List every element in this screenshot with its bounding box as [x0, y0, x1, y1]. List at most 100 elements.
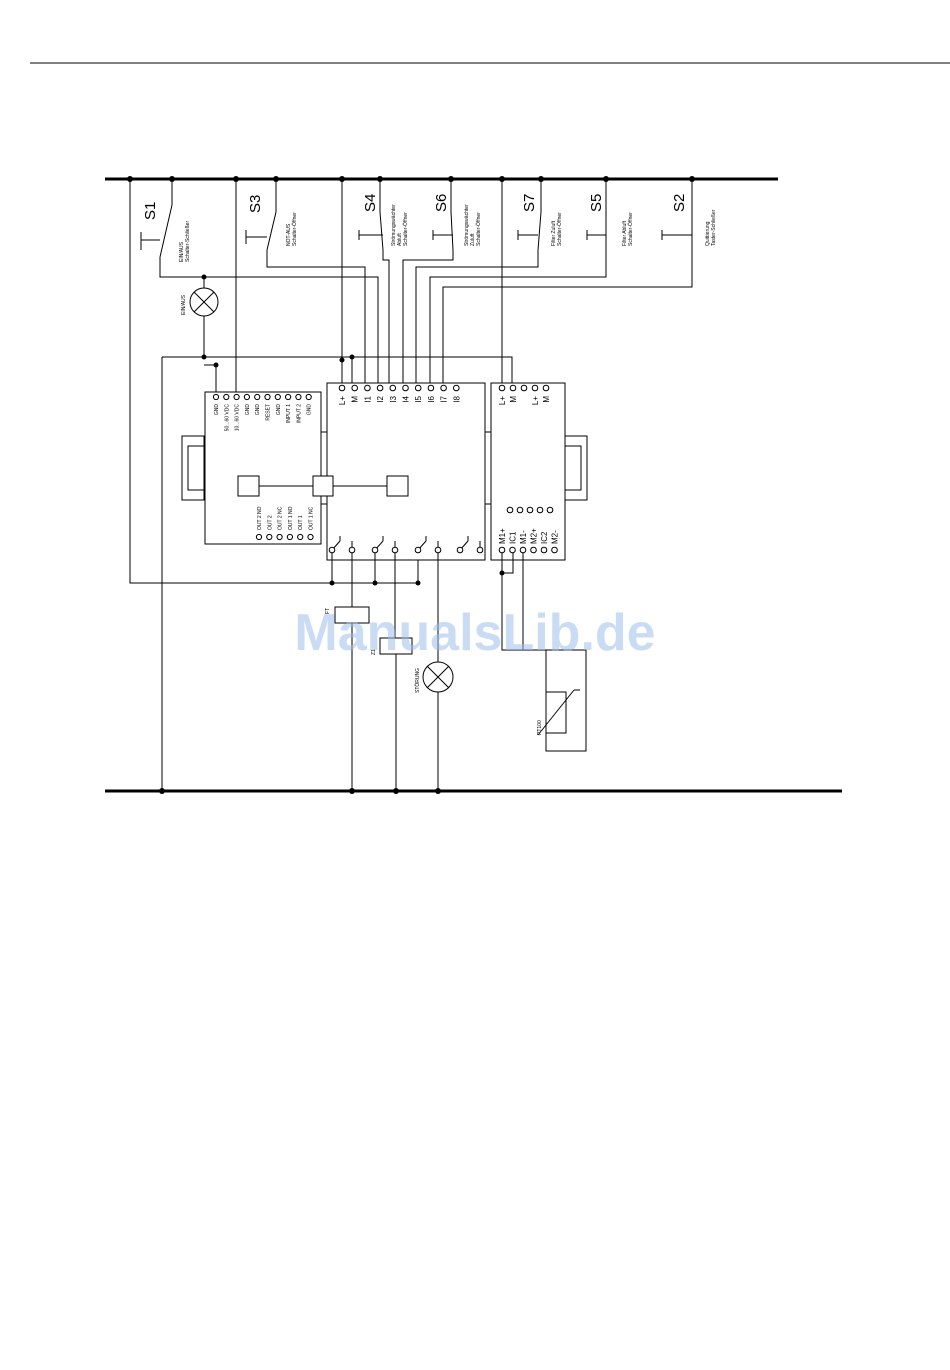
- left-bottom-terminal-2: [276, 533, 283, 541]
- left-bottom-label: OUT 2 NC: [278, 506, 284, 530]
- analog-top-terminal-3: [531, 384, 539, 392]
- relay-z1-label: Z1: [371, 649, 377, 655]
- logo-terminal-5: [402, 384, 409, 392]
- switch-desc-s5: Filter Abluft: [622, 220, 628, 246]
- analog-module: [490, 382, 566, 561]
- logo-terminal-9: [453, 384, 460, 392]
- relay-ft: [334, 606, 370, 624]
- switch-desc-s3: Schalter-Öffner: [291, 212, 298, 246]
- analog-bottom-terminal-5: [551, 546, 558, 554]
- logo-terminal-label: I7: [440, 395, 449, 402]
- switch-desc-s4: Abluft: [397, 233, 403, 246]
- switch-desc-s7: Filter Zuluft: [551, 220, 557, 246]
- switch-id-s7: S7: [521, 194, 538, 212]
- switch-desc-s5: Schalter-Öffner: [627, 212, 634, 246]
- analog-top-terminal-2: [520, 384, 528, 392]
- left-top-terminal-6: [274, 393, 281, 401]
- analog-bottom-label: M1+: [498, 528, 507, 544]
- analog-bottom-label: M2+: [530, 528, 539, 544]
- internal-connector: [237, 475, 409, 497]
- switch-desc-s1: Schalter-Schließer: [185, 221, 191, 262]
- left-module-bottom-terminals: OUT 2 NO OUT 2 OUT 2 NC OUT 1 NO OUT 1 OUT 1 …: [255, 506, 315, 541]
- left-bottom-terminal-4: [297, 533, 304, 541]
- logo-relay-outputs: [331, 536, 481, 551]
- logo-terminal-2: [364, 384, 371, 392]
- lamp-einaus: [189, 287, 219, 317]
- switch-id-s6: S6: [433, 194, 450, 212]
- analog-top-label: L+: [531, 396, 540, 405]
- left-bottom-terminal-1: [266, 533, 273, 541]
- analog-top-terminal-1: [509, 384, 517, 392]
- left-bottom-label: OUT 2 NO: [257, 506, 263, 530]
- left-bottom-label: OUT 1 NC: [309, 506, 315, 530]
- left-module: [204, 391, 322, 545]
- analog-bottom-label: IC1: [509, 531, 518, 544]
- left-top-terminal-7: [285, 393, 292, 401]
- left-top-label: INPUT 2: [296, 404, 302, 423]
- analog-bottom-label: M2-: [551, 530, 560, 544]
- switch-id-s1: S1: [142, 202, 159, 220]
- output-wiring: [331, 553, 439, 791]
- analog-top-label: L+: [498, 396, 507, 405]
- switch-desc-s6: Strömungswächter: [464, 204, 470, 246]
- logo-terminal-label: I2: [376, 395, 385, 402]
- watermark: ManualsLib.de: [294, 604, 655, 662]
- switch-desc-s3: NOT-AUS: [286, 223, 292, 246]
- left-top-label: 10...60 VDC: [235, 404, 241, 432]
- logo-terminal-label: L+: [338, 396, 347, 405]
- logo-terminal-8: [440, 384, 447, 392]
- logo-terminal-1: [351, 384, 359, 392]
- logo-terminal-3: [376, 384, 384, 392]
- left-top-label: GND: [307, 404, 313, 416]
- left-top-terminal-0: [212, 393, 220, 401]
- analog-bottom-label: IC2: [540, 531, 549, 544]
- switch-id-s2: S2: [671, 194, 688, 212]
- left-top-terminal-5: [264, 393, 271, 401]
- left-bottom-label: OUT 1 NO: [288, 506, 294, 530]
- analog-bottom-terminal-1: [509, 546, 516, 554]
- left-top-label: INPUT 1: [286, 404, 292, 423]
- analog-top-label: M: [542, 396, 551, 403]
- pt100-label: PT100: [537, 720, 543, 735]
- left-top-terminal-1: [223, 393, 230, 401]
- left-bottom-terminal-5: [307, 533, 314, 541]
- switch-desc-s6: Schalter-Öffner: [475, 212, 482, 246]
- analog-bottom-terminal-4: [540, 546, 548, 554]
- switch-id-s4: S4: [362, 194, 379, 212]
- switch-desc-s7: Schalter-Öffner: [556, 212, 563, 246]
- analog-bottom-terminal-3: [530, 546, 537, 554]
- switch-desc-s2: Taster-Schließer: [711, 209, 717, 246]
- left-top-terminal-9: [305, 393, 312, 401]
- logo-output-terminals: [328, 546, 484, 554]
- left-top-terminal-8: [295, 393, 302, 401]
- logo-module: [326, 382, 486, 561]
- left-top-label: GND: [276, 404, 282, 416]
- lamp-stoerung: [422, 661, 454, 693]
- switch-id-s3: S3: [247, 195, 264, 213]
- switch-desc-s4: Schalter-Öffner: [402, 212, 409, 246]
- switch-desc-s6: Zuluft: [470, 233, 476, 246]
- left-bottom-label: OUT 2: [267, 515, 273, 530]
- switch-desc-s2: Quittierung: [705, 221, 711, 246]
- wiring-s1: [159, 264, 513, 791]
- logo-terminal-label: I8: [452, 395, 461, 402]
- pt100-sensor: [537, 689, 580, 736]
- left-bottom-label: OUT 1: [298, 515, 304, 530]
- logo-terminal-label: I4: [402, 395, 411, 402]
- analog-leds: [506, 506, 554, 514]
- logo-terminal-6: [414, 384, 422, 392]
- analog-bottom-terminal-2: [519, 546, 527, 554]
- left-top-label: GND: [214, 404, 220, 416]
- analog-bottom-label: M1-: [519, 530, 528, 544]
- left-top-label: GND: [255, 404, 261, 416]
- switch-id-s5: S5: [588, 194, 605, 212]
- left-top-label: 50...60 VDC: [224, 404, 230, 432]
- analog-bottom-terminal-0: [498, 546, 506, 554]
- left-top-terminal-2: [233, 393, 240, 401]
- logo-terminal-0: [338, 384, 346, 392]
- lamp-einaus-label: EIN/AUS: [181, 294, 187, 315]
- logo-terminal-label: M: [351, 396, 360, 403]
